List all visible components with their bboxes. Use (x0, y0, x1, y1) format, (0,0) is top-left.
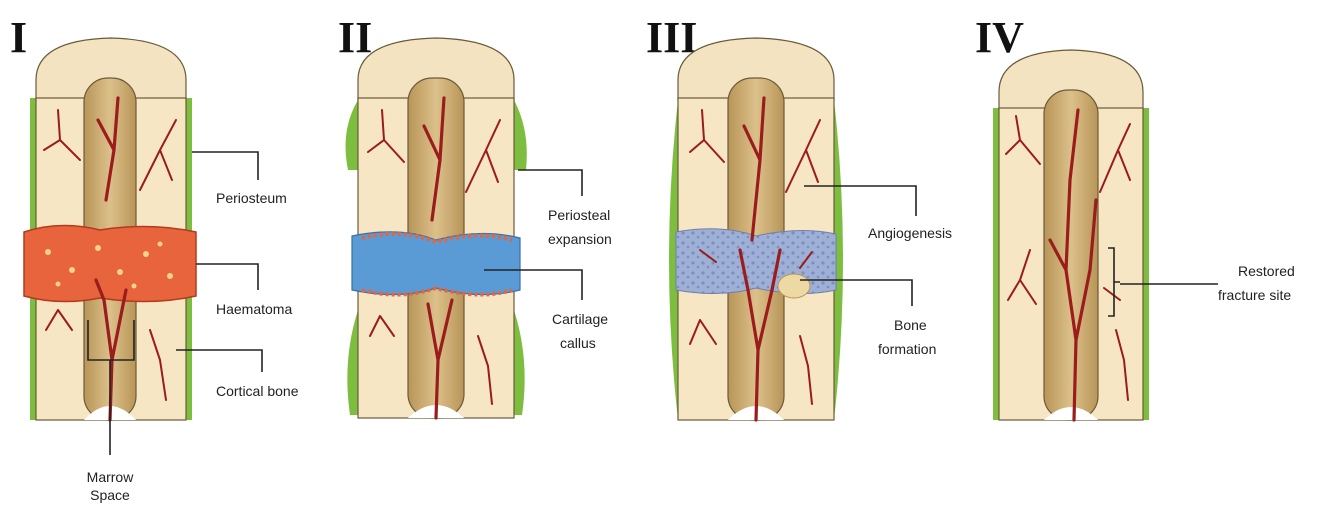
periosteum-right (1143, 108, 1149, 420)
label-periosteal-line2: expansion (548, 231, 612, 247)
stage-1-numeral: I (10, 13, 27, 62)
leader-haematoma (196, 264, 258, 290)
periosteal-bulge (347, 310, 358, 415)
haematoma-shape (24, 225, 196, 301)
periosteal-bulge (346, 100, 358, 170)
stage-4-numeral: IV (975, 13, 1024, 62)
periosteal-bulge (514, 100, 527, 170)
bone-formation-nodule (778, 274, 810, 298)
label-haematoma: Haematoma (216, 301, 292, 317)
stage-2-numeral: II (338, 13, 372, 62)
periosteal-bulge (514, 310, 525, 415)
label-marrow-line2: Space (90, 487, 130, 503)
leader-periosteum (192, 152, 258, 180)
label-marrow-line1: Marrow (87, 469, 135, 485)
label-restored-line1: Restored (1238, 263, 1295, 279)
stage-4: IV Restored fracture site (975, 13, 1295, 420)
label-cartilage-line2: callus (560, 335, 596, 351)
bony-callus-shape (676, 229, 836, 294)
label-periosteum: Periosteum (216, 190, 287, 206)
label-bone-line2: formation (878, 341, 936, 357)
label-cartilage-line1: Cartilage (552, 311, 608, 327)
label-restored-line2: fracture site (1218, 287, 1291, 303)
periosteum-left (993, 108, 999, 420)
label-bone-line1: Bone (894, 317, 927, 333)
stage-2: II Periosteal expansion Cartilage callus (338, 13, 612, 418)
stage-3: III Angiogenesis Bone formation (646, 13, 952, 420)
label-periosteal-line1: Periosteal (548, 207, 610, 223)
label-cortical-bone: Cortical bone (216, 383, 299, 399)
stage-1: I Periosteum Haematoma Cort (10, 13, 299, 503)
leader-periosteal-expansion (518, 170, 582, 196)
label-angiogenesis: Angiogenesis (868, 225, 952, 241)
cartilage-callus-shape (352, 232, 520, 295)
